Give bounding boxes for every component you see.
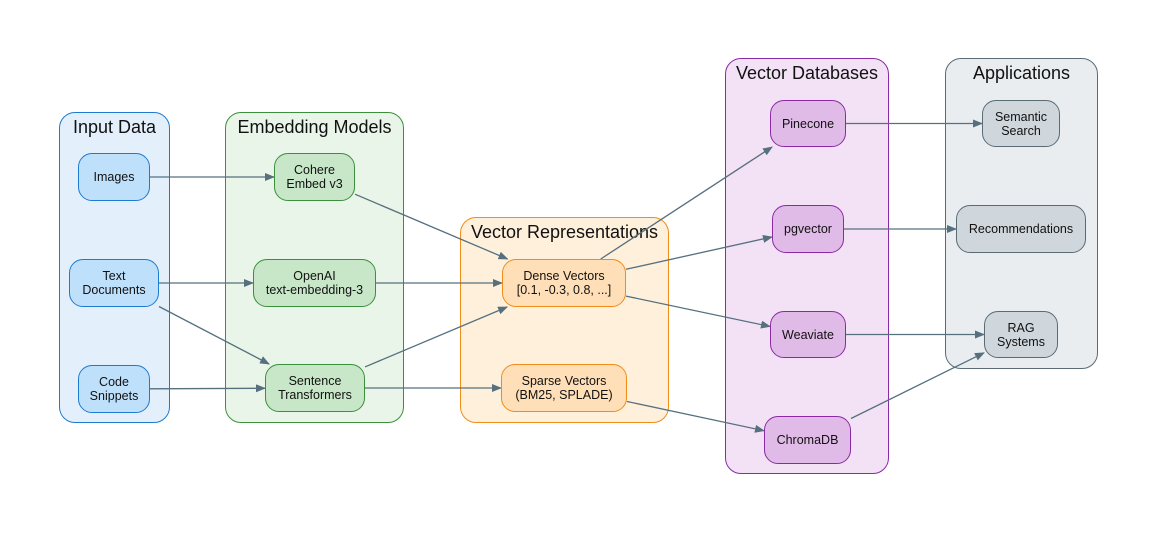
node-sparse-vectors[interactable]: Sparse Vectors (BM25, SPLADE) — [501, 364, 627, 412]
cluster-title-embedding-models: Embedding Models — [237, 117, 392, 137]
cluster-title-input-data: Input Data — [72, 117, 157, 137]
node-dense-vectors[interactable]: Dense Vectors [0.1, -0.3, 0.8, ...] — [502, 259, 626, 307]
node-recommendations[interactable]: Recommendations — [956, 205, 1086, 253]
node-images[interactable]: Images — [78, 153, 150, 201]
edge-text-documents-to-sentence-transformers — [158, 305, 270, 365]
node-chromadb[interactable]: ChromaDB — [764, 416, 851, 464]
cluster-title-vector-databases: Vector Databases — [735, 63, 879, 83]
edge-sparse-vectors-to-chromadb — [626, 400, 765, 433]
cluster-vector-databases: Vector Databases — [725, 58, 889, 474]
node-pinecone[interactable]: Pinecone — [770, 100, 846, 147]
edge-dense-vectors-to-pgvector — [625, 235, 773, 270]
node-text-documents[interactable]: Text Documents — [69, 259, 159, 307]
edge-cohere-to-dense-vectors — [354, 193, 509, 260]
node-semantic-search[interactable]: Semantic Search — [982, 100, 1060, 147]
node-cohere-embed-v3[interactable]: Cohere Embed v3 — [274, 153, 355, 201]
node-rag-systems[interactable]: RAG Systems — [984, 311, 1058, 358]
edge-dense-vectors-to-pinecone — [600, 146, 773, 260]
edge-sentence-transformers-to-dense-vectors — [364, 306, 509, 368]
edge-chromadb-to-rag-systems — [850, 352, 985, 420]
cluster-title-applications: Applications — [972, 63, 1071, 83]
node-weaviate[interactable]: Weaviate — [770, 311, 846, 358]
node-code-snippets[interactable]: Code Snippets — [78, 365, 150, 413]
edge-dense-vectors-to-weaviate — [625, 295, 771, 329]
node-sentence-transformers[interactable]: Sentence Transformers — [265, 364, 365, 412]
edge-code-snippets-to-sentence-transformers — [149, 384, 266, 393]
cluster-title-vector-representations: Vector Representations — [470, 222, 659, 242]
node-pgvector[interactable]: pgvector — [772, 205, 844, 253]
node-openai-text-embedding-3[interactable]: OpenAI text-embedding-3 — [253, 259, 376, 307]
